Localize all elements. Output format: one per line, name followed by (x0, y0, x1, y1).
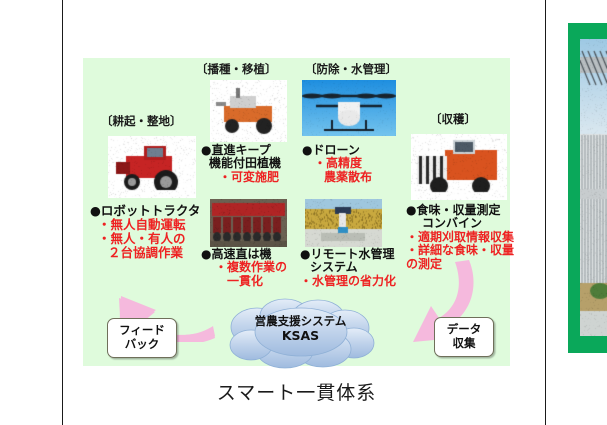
tillage-title: ●ロボットトラクタ (90, 204, 200, 218)
diagram-caption: スマート一貫体系 (83, 378, 510, 405)
harvest-title-2: コンバイン (406, 217, 514, 230)
tillage-detail-2: ・無人・有人の (90, 232, 200, 246)
harvest-detail-2: ・詳細な食味・収量 (406, 244, 514, 257)
feedback-box[interactable]: フィード バック (107, 318, 177, 358)
data-line-2: 収集 (453, 337, 476, 351)
red-tractor-photo (108, 136, 196, 198)
water-detail-1: ・水管理の省力化 (300, 275, 396, 288)
heading-sowing: 〔播種・移植〕 (196, 64, 277, 76)
water-title: ●リモート水管理 (300, 248, 396, 261)
ksas-line-2: KSAS (223, 328, 378, 344)
combine-harvester-photo (411, 134, 507, 200)
greenhouse-facility-photo (580, 39, 607, 336)
ksas-cloud-label: 営農支援システム KSAS (223, 314, 378, 344)
data-collection-box[interactable]: データ 収集 (434, 317, 494, 357)
sowing-detail-1: ・可変施肥 (201, 171, 281, 184)
drone-detail-2: 農薬散布 (302, 171, 372, 184)
ksas-line-1: 営農支援システム (223, 314, 378, 328)
data-line-1: データ (447, 323, 482, 337)
right-gutter-rule (545, 0, 546, 425)
tillage-detail-3: ２台協調作業 (90, 246, 200, 260)
left-gutter-rule (62, 0, 63, 425)
sowing-title-2: 機能付田植機 (201, 157, 281, 170)
seeder-implement-photo (210, 199, 287, 247)
stage-text-sowing: ●直進キープ 機能付田植機 ・可変施肥 (201, 144, 281, 184)
stage-text-pest-water: ●ドローン ・高精度 農薬散布 (302, 144, 372, 184)
stage-text-tillage: ●ロボットトラクタ ・無人自動運転 ・無人・有人の ２台協調作業 (90, 204, 200, 260)
drone-detail-1: ・高精度 (302, 157, 372, 170)
harvest-title: ●食味・収量測定 (406, 204, 514, 217)
rice-transplanter-photo (210, 80, 287, 142)
tillage-detail-1: ・無人自動運転 (90, 218, 200, 232)
agri-drone-photo (302, 80, 396, 136)
heading-tillage: 〔耕起・整地〕 (101, 116, 182, 128)
water-title-2: システム (300, 261, 396, 274)
heading-pest-water: 〔防除・水管理〕 (305, 64, 397, 76)
heading-harvest: 〔収穫〕 (430, 114, 476, 126)
feedback-line-1: フィード (119, 324, 165, 338)
feedback-line-2: バック (125, 338, 160, 352)
remote-water-gate-photo (305, 199, 382, 247)
stage-text-remote-water: ●リモート水管理 システム ・水管理の省力化 (300, 248, 396, 288)
